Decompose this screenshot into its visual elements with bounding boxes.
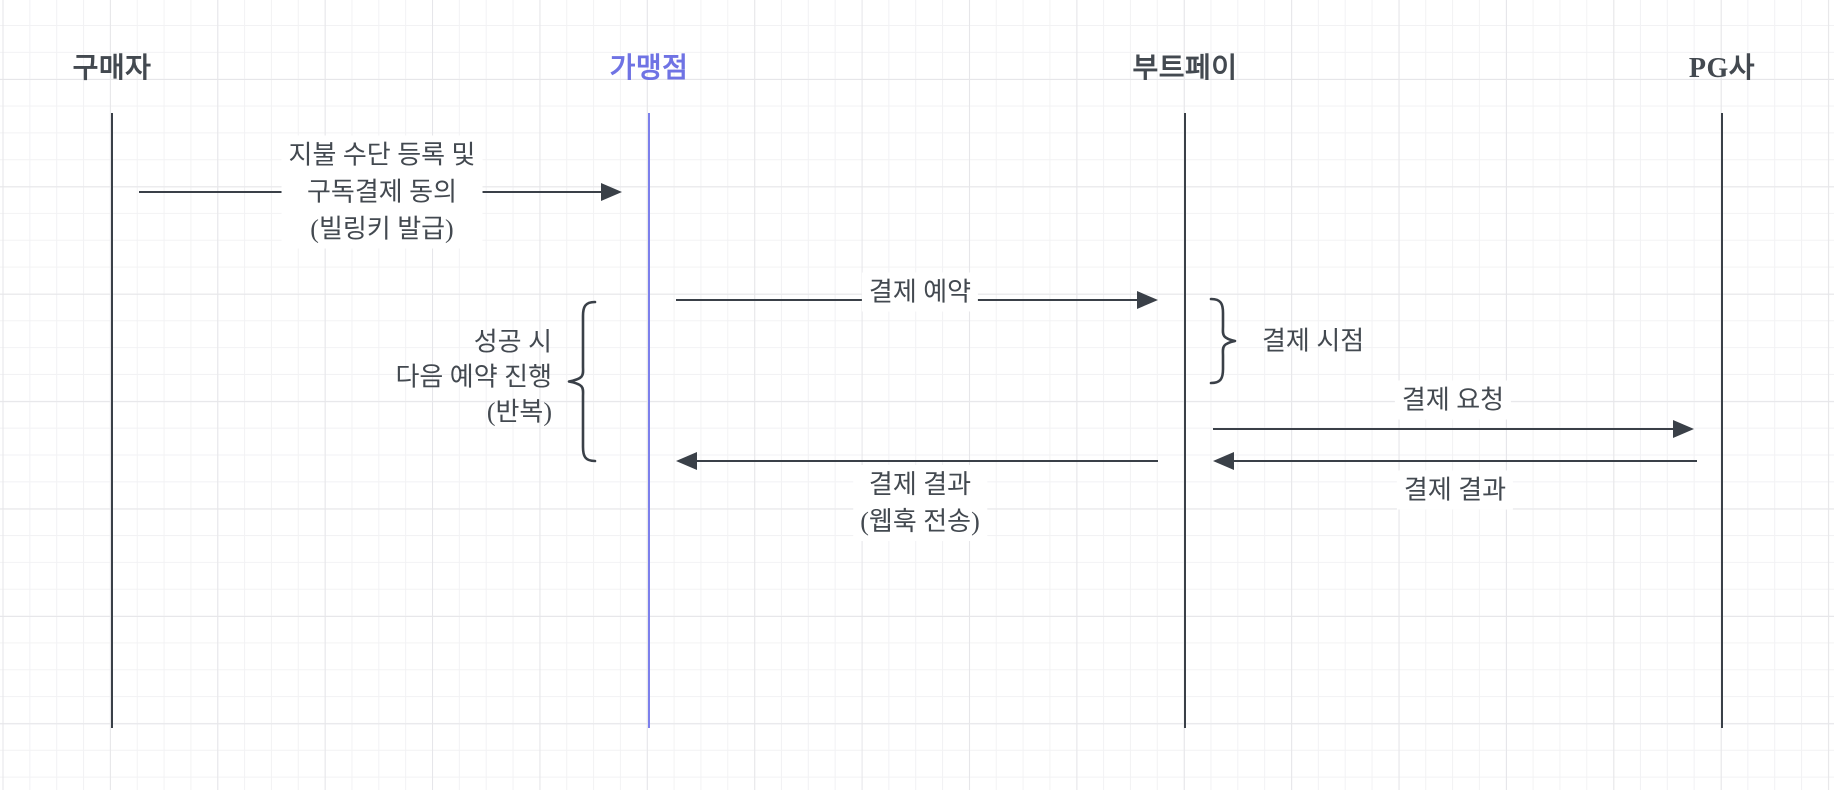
- message-label-payment-result-webhook: 결제 결과 (웹훅 전송): [853, 465, 987, 541]
- arrowhead-right-icon: [1137, 291, 1158, 309]
- actor-label-bootpay: 부트페이: [1132, 53, 1238, 84]
- lifeline-pg: [1721, 113, 1723, 728]
- lifeline-bootpay: [1184, 113, 1186, 728]
- arrowhead-left-icon: [676, 452, 697, 470]
- annotation-label-repeat-on-success: 성공 시 다음 예약 진행 (반복): [395, 327, 552, 427]
- message-label-register-payment-method: 지불 수단 등록 및 구독결제 동의 (빌링키 발급): [281, 135, 483, 249]
- arrowhead-right-icon: [1673, 420, 1694, 438]
- message-line-payment-request: [1213, 428, 1677, 430]
- lifeline-buyer: [111, 113, 113, 728]
- annotation-label-payment-time: 결제 시점: [1262, 326, 1365, 356]
- message-label-reserve-payment: 결제 예약: [861, 272, 979, 312]
- curly-brace-left-icon: [567, 300, 597, 463]
- actor-label-pg: PG사: [1688, 53, 1756, 84]
- actor-label-merchant: 가맹점: [609, 53, 689, 84]
- message-line-payment-result-webhook: [693, 460, 1158, 462]
- actor-label-buyer: 구매자: [72, 53, 152, 84]
- lifeline-merchant: [648, 113, 650, 728]
- curly-brace-right-icon: [1209, 297, 1237, 385]
- message-line-payment-result: [1230, 460, 1697, 462]
- arrowhead-right-icon: [601, 183, 622, 201]
- arrowhead-left-icon: [1213, 452, 1234, 470]
- message-label-payment-result: 결제 결과: [1396, 470, 1514, 510]
- message-label-payment-request: 결제 요청: [1394, 380, 1512, 420]
